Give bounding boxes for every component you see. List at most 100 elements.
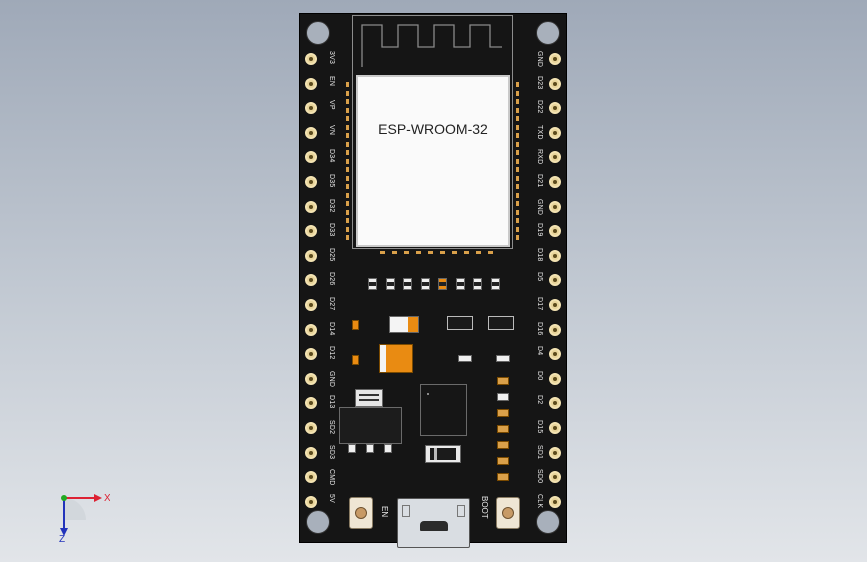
right-pin-d22[interactable] bbox=[549, 102, 561, 115]
left-pin-d33[interactable] bbox=[305, 225, 317, 238]
usb-uart-chip bbox=[420, 384, 467, 436]
castellated-pad bbox=[440, 251, 445, 254]
smd-resistor bbox=[385, 278, 395, 290]
castellated-pad bbox=[516, 235, 519, 240]
right-pin-label: SD0 bbox=[536, 469, 543, 484]
left-pin-en[interactable] bbox=[305, 77, 317, 90]
left-pin-label: D35 bbox=[328, 174, 335, 188]
left-pin-vp[interactable] bbox=[305, 102, 317, 115]
transistor-q2 bbox=[488, 316, 514, 330]
regulator-pin-3 bbox=[384, 444, 392, 453]
right-pin-sd1[interactable] bbox=[549, 446, 561, 459]
left-pin-d12[interactable] bbox=[305, 348, 317, 361]
module-label: ESP-WROOM-32 bbox=[378, 121, 488, 137]
right-pin-d5[interactable] bbox=[549, 274, 561, 287]
left-pin-label: D34 bbox=[328, 149, 335, 163]
left-pin-d35[interactable] bbox=[305, 176, 317, 188]
left-pin-d25[interactable] bbox=[305, 249, 317, 262]
castellated-pad bbox=[516, 175, 519, 181]
right-pin-label: D0 bbox=[536, 370, 543, 381]
castellated-pad bbox=[416, 251, 421, 254]
castellated-pad bbox=[516, 218, 519, 223]
right-pin-d16[interactable] bbox=[549, 323, 561, 336]
pcb-antenna-trace bbox=[361, 24, 502, 67]
right-pin-d0[interactable] bbox=[549, 372, 561, 385]
left-pin-5v[interactable] bbox=[305, 495, 317, 508]
right-pin-label: D18 bbox=[536, 247, 543, 262]
smd-led-or-resistor bbox=[497, 457, 509, 465]
castellated-pad bbox=[516, 90, 519, 96]
castellated-pad bbox=[346, 116, 349, 121]
left-pin-d14[interactable] bbox=[305, 323, 317, 336]
castellated-pad bbox=[404, 251, 409, 254]
right-pin-d21[interactable] bbox=[549, 176, 561, 188]
right-pin-rxd[interactable] bbox=[549, 151, 561, 164]
boot-button[interactable] bbox=[496, 497, 520, 529]
castellated-pad bbox=[516, 82, 519, 87]
left-pin-sd2[interactable] bbox=[305, 422, 317, 434]
left-pin-label: D14 bbox=[328, 321, 335, 336]
castellated-pad bbox=[346, 226, 349, 232]
right-pin-gnd[interactable] bbox=[549, 200, 561, 213]
smd-resistor bbox=[473, 278, 482, 290]
right-pin-d15[interactable] bbox=[549, 422, 561, 434]
left-pin-d34[interactable] bbox=[305, 151, 317, 164]
castellated-pad bbox=[516, 226, 519, 232]
left-pin-d13[interactable] bbox=[305, 397, 317, 410]
left-pin-d26[interactable] bbox=[305, 274, 317, 287]
castellated-pad bbox=[346, 107, 349, 113]
left-pin-vn[interactable] bbox=[305, 126, 317, 139]
castellated-pad bbox=[516, 209, 519, 215]
left-pin-label: VN bbox=[328, 124, 335, 135]
castellated-pad bbox=[346, 82, 349, 87]
small-capacitor-2 bbox=[352, 355, 359, 365]
smd-led-or-resistor bbox=[497, 441, 509, 449]
boot-button-cap[interactable] bbox=[502, 507, 514, 519]
en-button[interactable] bbox=[349, 497, 373, 529]
right-pin-d18[interactable] bbox=[549, 249, 561, 262]
castellated-pad bbox=[464, 251, 469, 254]
smd-resistor-body bbox=[404, 282, 411, 286]
left-pin-label: D13 bbox=[328, 395, 335, 409]
left-pin-d32[interactable] bbox=[305, 200, 317, 213]
regulator-pin-2 bbox=[366, 444, 374, 453]
castellated-pad bbox=[346, 192, 349, 198]
right-pin-sd0[interactable] bbox=[549, 471, 561, 484]
right-pin-d17[interactable] bbox=[549, 299, 561, 311]
castellated-pad bbox=[346, 218, 349, 223]
castellated-pad bbox=[516, 99, 519, 104]
right-pin-label: D2 bbox=[536, 395, 543, 405]
right-pin-d2[interactable] bbox=[549, 397, 561, 410]
smd-resistor-body bbox=[421, 282, 429, 286]
en-button-label: EN bbox=[380, 506, 389, 518]
right-pin-gnd[interactable] bbox=[549, 53, 561, 65]
right-pin-label: D15 bbox=[536, 420, 543, 434]
right-pin-d19[interactable] bbox=[549, 225, 561, 238]
right-pin-txd[interactable] bbox=[549, 126, 561, 139]
en-button-cap[interactable] bbox=[355, 507, 367, 519]
right-pin-label: GND bbox=[536, 51, 543, 68]
smd-resistor bbox=[490, 278, 500, 290]
left-pin-d27[interactable] bbox=[305, 299, 317, 311]
left-pin-label: SD3 bbox=[328, 444, 335, 459]
right-pin-d4[interactable] bbox=[549, 348, 561, 361]
right-pin-label: D23 bbox=[536, 75, 543, 90]
micro-usb-connector[interactable] bbox=[397, 498, 470, 548]
right-pin-d23[interactable] bbox=[549, 77, 561, 90]
left-pin-label: D25 bbox=[328, 247, 335, 262]
left-pin-gnd[interactable] bbox=[305, 372, 317, 385]
smd-resistor-body bbox=[439, 282, 446, 286]
smd-led-or-resistor bbox=[497, 377, 509, 385]
right-pin-label: D22 bbox=[536, 100, 543, 114]
right-pin-label: RXD bbox=[536, 149, 543, 165]
left-pin-cmd[interactable] bbox=[305, 471, 317, 484]
left-pin-label: SD2 bbox=[328, 420, 335, 435]
castellated-pad bbox=[516, 141, 519, 147]
left-pin-3v3[interactable] bbox=[305, 53, 317, 65]
smd-led-or-resistor bbox=[497, 393, 509, 401]
left-pin-sd3[interactable] bbox=[305, 446, 317, 459]
right-pin-clk[interactable] bbox=[549, 495, 561, 508]
left-pin-label: D32 bbox=[328, 198, 335, 213]
boot-button-label: BOOT bbox=[480, 496, 489, 519]
castellated-pad bbox=[476, 251, 481, 254]
